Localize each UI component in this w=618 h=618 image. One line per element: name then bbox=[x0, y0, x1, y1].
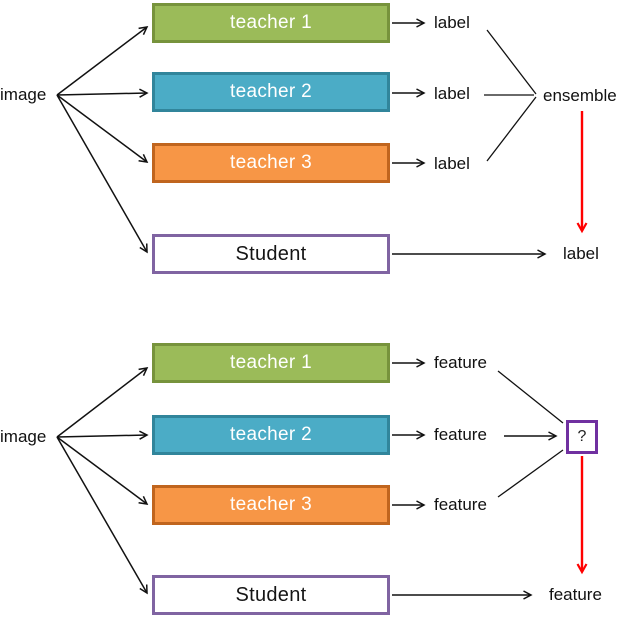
line-label3-to-ensemble bbox=[486, 96, 537, 162]
top-ensemble-lines bbox=[484, 29, 537, 162]
arrow-image2-to-teacher1 bbox=[56, 367, 149, 438]
student-box: Student bbox=[152, 575, 390, 615]
question-label: ? bbox=[577, 428, 587, 445]
student-box: Student bbox=[152, 234, 390, 274]
arrow-image-to-student bbox=[56, 94, 148, 254]
teacher2-output-label: label bbox=[434, 84, 470, 103]
teacher2-box: teacher 2 bbox=[152, 415, 390, 455]
arrow-image2-to-teacher3 bbox=[56, 436, 149, 505]
input-label: image bbox=[0, 85, 47, 104]
teacher3-box: teacher 3 bbox=[152, 485, 390, 525]
bottom-question-lines bbox=[497, 370, 564, 498]
teacher3-label: teacher 3 bbox=[230, 152, 312, 173]
teacher3-box: teacher 3 bbox=[152, 143, 390, 183]
teacher1-label: teacher 1 bbox=[230, 12, 312, 33]
teacher1-output-label: feature bbox=[434, 353, 487, 372]
line-feature3-to-question bbox=[497, 449, 564, 498]
teacher1-box: teacher 1 bbox=[152, 343, 390, 383]
bottom-output-arrows bbox=[392, 358, 533, 600]
input-label: image bbox=[0, 427, 47, 446]
arrow-image-to-teacher2 bbox=[56, 88, 149, 98]
teacher2-label: teacher 2 bbox=[230, 424, 312, 445]
student-output-label: label bbox=[563, 244, 599, 263]
teacher1-output-label: label bbox=[434, 13, 470, 32]
student-label: Student bbox=[235, 583, 307, 606]
teacher2-box: teacher 2 bbox=[152, 72, 390, 112]
student-label: Student bbox=[235, 242, 307, 265]
arrow-image-to-teacher1 bbox=[56, 26, 149, 96]
top-output-arrows bbox=[392, 18, 547, 259]
arrow-image2-to-teacher2 bbox=[56, 430, 149, 440]
top-fan-arrows bbox=[56, 26, 149, 254]
bottom-fan-arrows bbox=[56, 367, 149, 595]
teacher1-label: teacher 1 bbox=[230, 352, 312, 373]
teacher1-box: teacher 1 bbox=[152, 3, 390, 43]
teacher3-output-label: label bbox=[434, 154, 470, 173]
teacher3-label: teacher 3 bbox=[230, 494, 312, 515]
arrow-image2-to-student bbox=[56, 436, 148, 595]
line-label1-to-ensemble bbox=[486, 29, 537, 95]
line-feature1-to-question bbox=[497, 370, 564, 424]
question-box: ? bbox=[566, 420, 598, 454]
arrow-image-to-teacher3 bbox=[56, 94, 149, 163]
teacher2-label: teacher 2 bbox=[230, 81, 312, 102]
student-output-label: feature bbox=[549, 585, 602, 604]
teacher2-output-label: feature bbox=[434, 425, 487, 444]
ensemble-label: ensemble bbox=[543, 86, 617, 105]
teacher3-output-label: feature bbox=[434, 495, 487, 514]
